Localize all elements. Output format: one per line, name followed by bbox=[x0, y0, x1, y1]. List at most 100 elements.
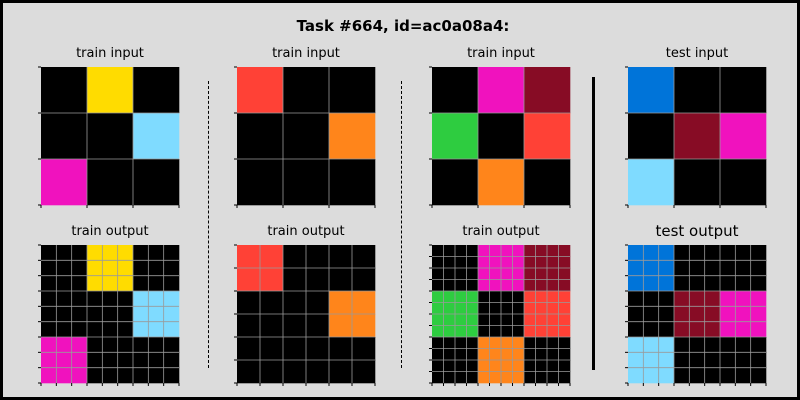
grid-cell bbox=[558, 325, 571, 338]
grid-cell bbox=[41, 367, 57, 384]
grid-cell bbox=[455, 348, 467, 361]
grid-cell bbox=[443, 302, 456, 315]
grid-cell bbox=[489, 371, 502, 384]
grid-cell bbox=[102, 321, 118, 338]
grid-cell bbox=[628, 321, 644, 338]
grid-cell bbox=[352, 291, 376, 315]
grid-cell bbox=[501, 314, 513, 326]
grid-cell bbox=[133, 367, 149, 384]
grid-cell bbox=[501, 245, 513, 257]
grid-cell bbox=[501, 348, 513, 361]
grid-cell bbox=[674, 275, 690, 292]
grid-cell bbox=[689, 321, 705, 338]
grid-cell bbox=[547, 279, 559, 292]
grid-cell bbox=[455, 302, 467, 315]
grid-cell bbox=[547, 268, 559, 280]
grid-cell bbox=[489, 325, 502, 338]
grid-cell bbox=[750, 367, 767, 384]
grid-cell bbox=[443, 325, 456, 338]
grid-cell bbox=[720, 306, 736, 322]
grid-cell bbox=[524, 256, 536, 269]
grid-cell bbox=[524, 245, 536, 257]
grid-cell bbox=[443, 348, 456, 361]
grid-cell bbox=[163, 245, 180, 261]
grid-cell bbox=[735, 275, 751, 292]
grid-cell bbox=[478, 113, 525, 160]
grid-cell bbox=[102, 352, 118, 368]
grid-cell bbox=[720, 67, 767, 114]
grid-cell bbox=[87, 159, 134, 206]
grid-cell bbox=[658, 337, 675, 353]
grid-cell bbox=[658, 367, 675, 384]
grid-train-1-output bbox=[38, 244, 180, 386]
grid-cell bbox=[41, 260, 57, 276]
panel-label-train-2-input: train input bbox=[272, 46, 340, 61]
grid-cell bbox=[237, 291, 261, 315]
grid-cell bbox=[41, 113, 88, 160]
grid-cell bbox=[133, 321, 149, 338]
grid-cell bbox=[102, 291, 118, 307]
grid-cell bbox=[735, 352, 751, 368]
grid-cell bbox=[689, 306, 705, 322]
grid-cell bbox=[432, 314, 444, 326]
grid-cell bbox=[535, 325, 548, 338]
grid-cell bbox=[352, 268, 376, 292]
grid-cell bbox=[56, 352, 72, 368]
grid-train-2-input bbox=[234, 66, 376, 208]
grid-cell bbox=[283, 113, 330, 160]
grid-cell bbox=[87, 113, 134, 160]
grid-cell bbox=[750, 306, 767, 322]
grid-cell bbox=[524, 337, 536, 349]
grid-cell bbox=[720, 245, 736, 261]
grid-cell bbox=[432, 325, 444, 338]
grid-cell bbox=[71, 291, 88, 307]
grid-train-3-output bbox=[429, 244, 571, 386]
grid-cell bbox=[643, 291, 659, 307]
grid-cell bbox=[237, 314, 261, 338]
separator-dashed-2 bbox=[401, 81, 402, 368]
grid-cell bbox=[466, 314, 479, 326]
grid-cell bbox=[547, 337, 559, 349]
grid-cell bbox=[501, 302, 513, 315]
grid-cell bbox=[489, 245, 502, 257]
grid-cell bbox=[704, 291, 721, 307]
grid-cell bbox=[87, 275, 103, 292]
grid-cell bbox=[466, 291, 479, 303]
grid-cell bbox=[628, 337, 644, 353]
grid-cell bbox=[443, 256, 456, 269]
grid-cell bbox=[71, 352, 88, 368]
grid-cell bbox=[71, 260, 88, 276]
grid-cell bbox=[102, 245, 118, 261]
grid-cell bbox=[133, 337, 149, 353]
grid-cell bbox=[512, 325, 525, 338]
grid-cell bbox=[489, 268, 502, 280]
grid-cell bbox=[41, 159, 88, 206]
grid-cell bbox=[524, 325, 536, 338]
grid-cell bbox=[432, 360, 444, 372]
grid-cell bbox=[306, 360, 330, 384]
grid-cell bbox=[535, 337, 548, 349]
grid-cell bbox=[283, 291, 307, 315]
grid-cell bbox=[237, 113, 284, 160]
grid-cell bbox=[56, 367, 72, 384]
grid-cell bbox=[133, 275, 149, 292]
grid-cell bbox=[512, 337, 525, 349]
grid-cell bbox=[478, 337, 490, 349]
grid-cell bbox=[535, 291, 548, 303]
grid-cell bbox=[148, 367, 164, 384]
grid-cell bbox=[535, 360, 548, 372]
grid-cell bbox=[558, 245, 571, 257]
grid-cell bbox=[674, 245, 690, 261]
grid-cell bbox=[117, 321, 134, 338]
grid-cell bbox=[432, 348, 444, 361]
grid-cell bbox=[432, 371, 444, 384]
grid-cell bbox=[443, 337, 456, 349]
grid-cell bbox=[750, 321, 767, 338]
grid-cell bbox=[524, 279, 536, 292]
grid-cell bbox=[524, 159, 571, 206]
grid-cell bbox=[466, 348, 479, 361]
grid-cell bbox=[329, 159, 376, 206]
grid-cell bbox=[501, 360, 513, 372]
grid-cell bbox=[443, 360, 456, 372]
grid-cell bbox=[443, 371, 456, 384]
